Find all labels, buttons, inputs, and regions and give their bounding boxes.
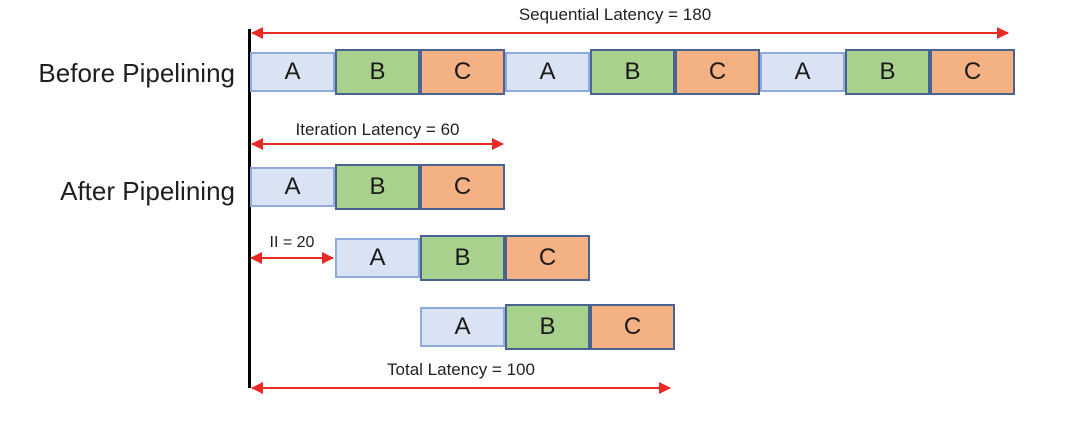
before-pipelining-label: Before Pipelining <box>38 58 235 88</box>
initiation-interval-arrow <box>250 252 334 264</box>
time-zero-axis-line <box>248 29 251 388</box>
arrowhead-left-icon <box>251 27 263 39</box>
arrowhead-right-icon <box>659 382 671 394</box>
stage-block-b: B <box>845 49 930 95</box>
stage-block-a: A <box>760 52 845 92</box>
total-latency-arrow <box>251 382 671 394</box>
arrowhead-left-icon <box>250 252 262 264</box>
arrowhead-left-icon <box>251 138 263 150</box>
stage-block-b: B <box>420 235 505 281</box>
stage-block-c: C <box>675 49 760 95</box>
initiation-interval-caption: II = 20 <box>269 234 315 251</box>
stage-block-b: B <box>590 49 675 95</box>
stage-block-a: A <box>420 307 505 347</box>
after-pipelining-iteration-2-row: A B C <box>335 235 590 281</box>
stage-block-c: C <box>505 235 590 281</box>
stage-block-a: A <box>250 167 335 207</box>
stage-block-c: C <box>930 49 1015 95</box>
stage-block-c: C <box>420 164 505 210</box>
stage-block-a: A <box>505 52 590 92</box>
stage-block-b: B <box>335 49 420 95</box>
after-pipelining-iteration-1-row: A B C <box>250 164 505 210</box>
total-latency-caption: Total Latency = 100 <box>387 360 535 379</box>
iteration-latency-arrow <box>251 138 504 150</box>
arrowhead-right-icon <box>322 252 334 264</box>
stage-block-b: B <box>335 164 420 210</box>
arrowhead-right-icon <box>997 27 1009 39</box>
arrowhead-left-icon <box>251 382 263 394</box>
sequential-latency-arrow <box>251 27 1009 39</box>
sequential-latency-caption: Sequential Latency = 180 <box>518 5 712 24</box>
arrowhead-right-icon <box>492 138 504 150</box>
after-pipelining-label: After Pipelining <box>60 176 235 206</box>
after-pipelining-iteration-3-row: A B C <box>420 304 675 350</box>
stage-block-c: C <box>590 304 675 350</box>
before-pipelining-row: A B C A B C A B C <box>250 49 1015 95</box>
iteration-latency-caption: Iteration Latency = 60 <box>295 120 460 139</box>
stage-block-c: C <box>420 49 505 95</box>
stage-block-a: A <box>335 238 420 278</box>
stage-block-a: A <box>250 52 335 92</box>
stage-block-b: B <box>505 304 590 350</box>
